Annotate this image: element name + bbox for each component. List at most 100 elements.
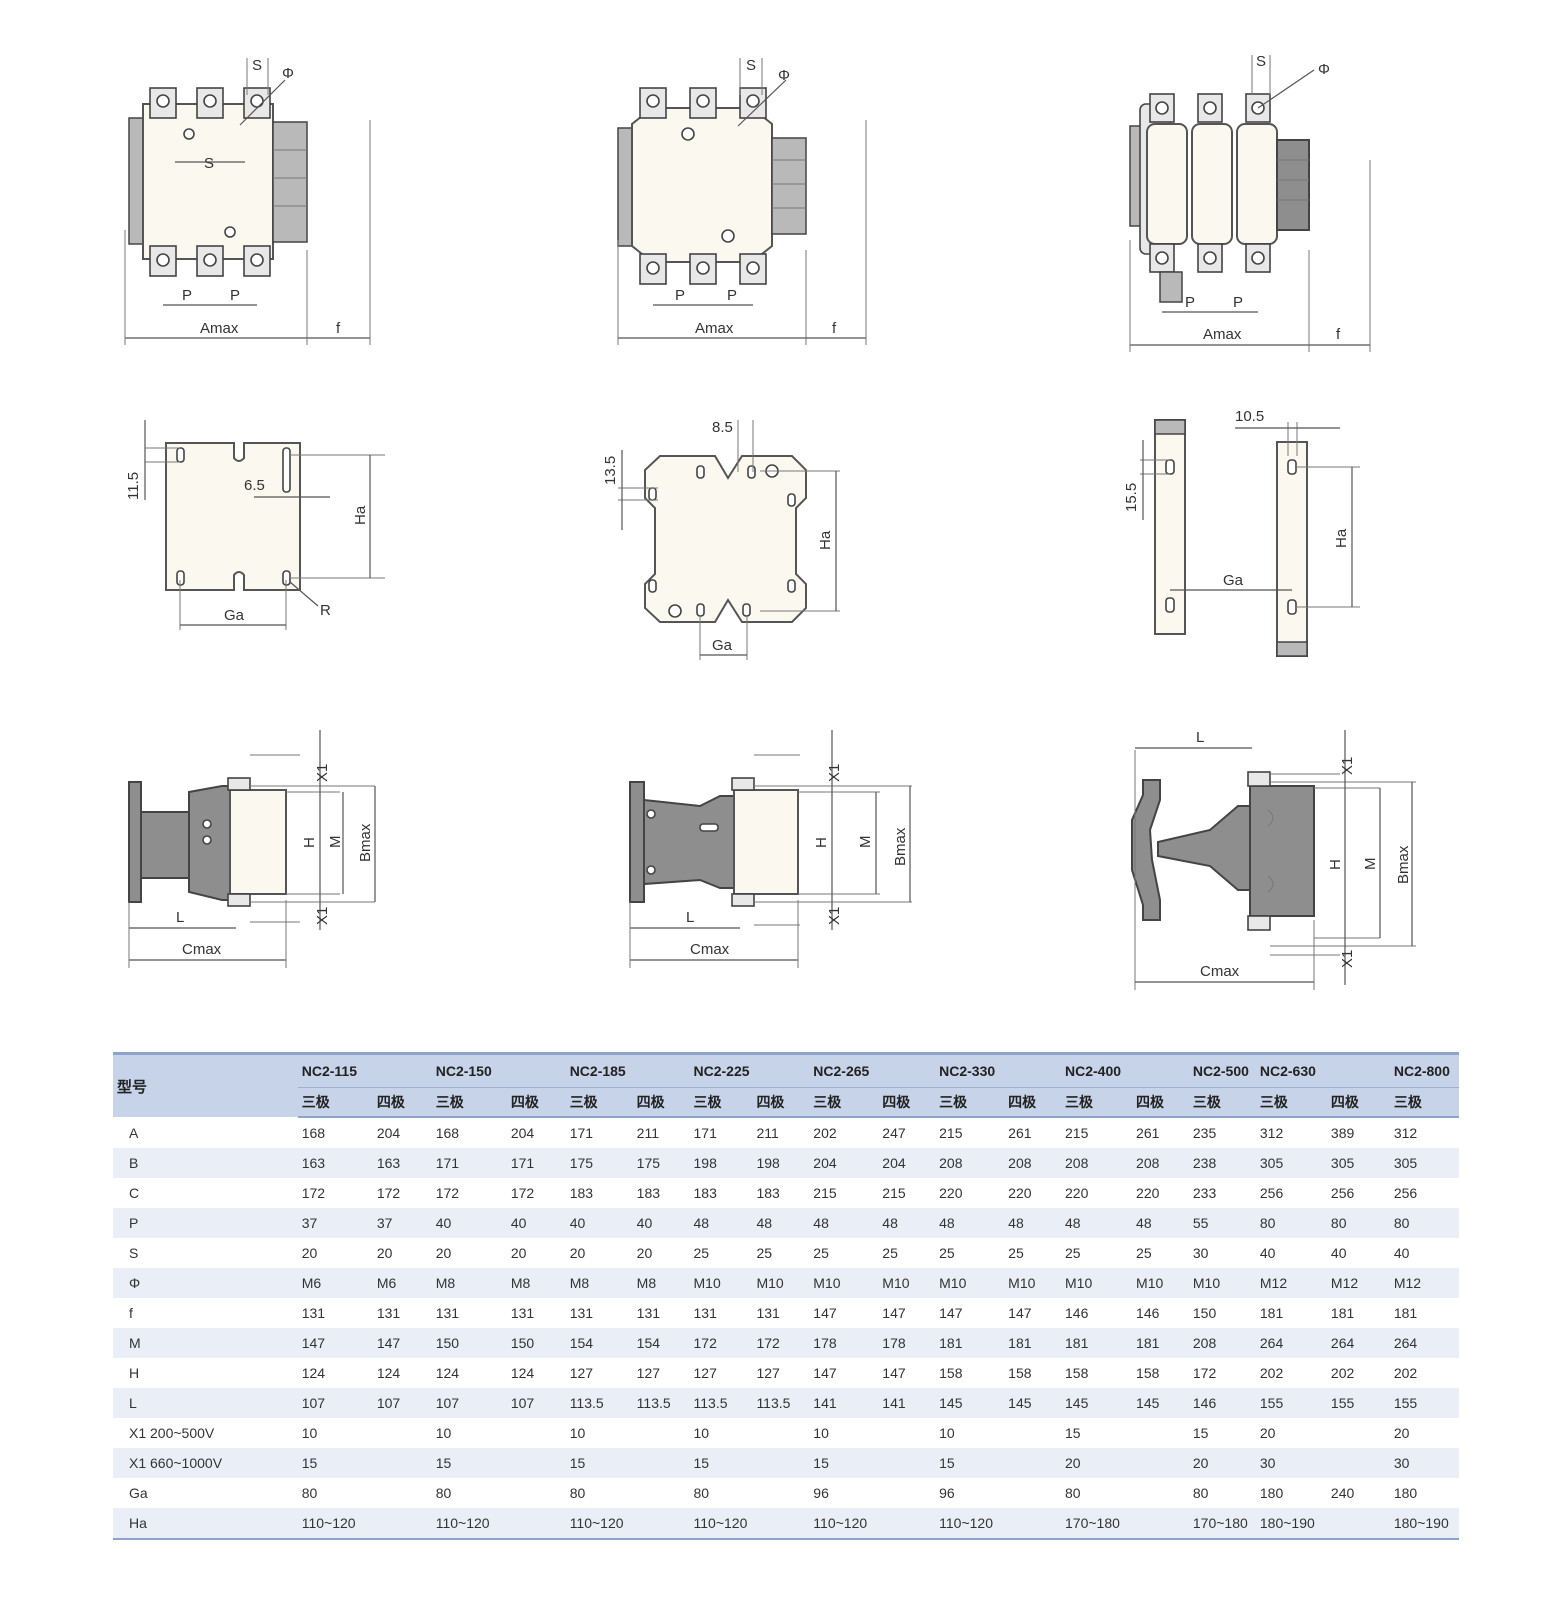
- table-cell: [373, 1418, 432, 1448]
- table-cell: 20: [636, 1245, 653, 1261]
- table-cell: M6: [297, 1268, 373, 1298]
- table-cell: 30: [1255, 1448, 1327, 1478]
- table-cell: 215: [939, 1125, 963, 1141]
- table-cell: 131: [569, 1305, 594, 1321]
- table-header-poles: 三极四极 三极四极 三极四极 三极四极 三极四极 三极四极 三极四极 三极 三极…: [113, 1087, 1459, 1118]
- table-cell: 141: [878, 1388, 936, 1418]
- table-cell: [1132, 1418, 1189, 1448]
- table-cell: [878, 1478, 935, 1508]
- table-cell: M10: [752, 1268, 810, 1298]
- table-cell: 220: [1136, 1185, 1160, 1201]
- dim-label: H: [1327, 859, 1344, 870]
- table-cell: 204: [510, 1125, 535, 1141]
- table-cell: 146: [1136, 1305, 1160, 1321]
- table-cell: 48: [1004, 1208, 1061, 1238]
- table-cell: 40: [1259, 1245, 1276, 1261]
- table-cell: [373, 1478, 432, 1508]
- dim-label: Amax: [1203, 326, 1242, 343]
- table-cell: [632, 1508, 690, 1540]
- table-cell: 80: [435, 1485, 452, 1501]
- row-label: Φ: [113, 1268, 298, 1298]
- table-cell: 48: [752, 1208, 810, 1238]
- table-cell: 20: [1061, 1448, 1133, 1478]
- table-cell: 20: [376, 1245, 393, 1261]
- table-cell: 30: [1389, 1448, 1459, 1478]
- table-cell: M10: [1132, 1268, 1189, 1298]
- table-cell: 172: [376, 1185, 401, 1201]
- table-cell: 147: [297, 1328, 373, 1358]
- table-cell: 80: [693, 1485, 710, 1501]
- table-cell: 158: [1065, 1365, 1089, 1381]
- dim-label: P: [675, 287, 685, 304]
- table-cell: 158: [939, 1365, 963, 1381]
- table-cell: 204: [878, 1148, 936, 1178]
- dim-label: 6.5: [244, 477, 265, 494]
- table-cell: 145: [1132, 1388, 1189, 1418]
- table-cell: 181: [1393, 1305, 1418, 1321]
- table-cell: [1004, 1508, 1061, 1540]
- pole-three: 三极: [297, 1087, 373, 1118]
- table-cell: 181: [1061, 1328, 1133, 1358]
- table-cell: M12: [1326, 1268, 1390, 1298]
- table-cell: 113.5: [752, 1388, 810, 1418]
- table-cell: 208: [1132, 1148, 1189, 1178]
- table-cell: 131: [435, 1305, 460, 1321]
- table-cell: 10: [301, 1425, 318, 1441]
- table-cell: 48: [1061, 1208, 1133, 1238]
- dim-label: S: [1256, 53, 1266, 70]
- table-cell: [1004, 1448, 1061, 1478]
- table-cell: 40: [1393, 1245, 1410, 1261]
- table-cell: 312: [1259, 1125, 1284, 1141]
- table-cell: 220: [1008, 1185, 1032, 1201]
- table-cell: 256: [1330, 1185, 1355, 1201]
- table-cell: 113.5: [632, 1388, 690, 1418]
- table-cell: 48: [689, 1208, 753, 1238]
- table-cell: M12: [1255, 1268, 1327, 1298]
- table-cell: 10: [693, 1425, 710, 1441]
- table-cell: 127: [636, 1365, 661, 1381]
- table-cell: 215: [813, 1185, 837, 1201]
- dim-label: H: [301, 837, 318, 848]
- table-cell: 131: [693, 1305, 717, 1321]
- dim-label: Cmax: [690, 941, 730, 958]
- table-cell: 15: [431, 1448, 507, 1478]
- table-cell: 256: [1393, 1185, 1418, 1201]
- table-cell: [752, 1478, 809, 1508]
- table-cell: 25: [813, 1245, 829, 1261]
- top-view-large: P P Amax f S Φ: [1129, 53, 1371, 352]
- table-cell: [506, 1508, 566, 1540]
- table-cell: 202: [1259, 1365, 1284, 1381]
- dim-label: Ha: [352, 505, 369, 525]
- table-cell: M8: [632, 1268, 690, 1298]
- table-cell: 20: [301, 1245, 318, 1261]
- table-cell: 147: [882, 1365, 906, 1381]
- table-cell: 202: [813, 1125, 837, 1141]
- pole-three: 三极: [1255, 1087, 1327, 1118]
- table-cell: [1326, 1448, 1390, 1478]
- dim-label: Bmax: [892, 827, 909, 866]
- side-view-large: L X1 X1 H M Bmax Cmax: [1131, 729, 1416, 990]
- table-cell: 202: [1330, 1365, 1355, 1381]
- table-cell: 145: [935, 1388, 1005, 1418]
- table-cell: 150: [506, 1328, 566, 1358]
- table-cell: 147: [939, 1305, 963, 1321]
- table-cell: 80: [1192, 1485, 1209, 1501]
- table-cell: 147: [813, 1305, 837, 1321]
- table-cell: 264: [1326, 1328, 1390, 1358]
- table-cell: 124: [435, 1365, 460, 1381]
- table-cell: 235: [1192, 1125, 1217, 1141]
- table-cell: 131: [301, 1305, 326, 1321]
- table-cell: 211: [756, 1125, 779, 1141]
- table-cell: 172: [689, 1328, 753, 1358]
- dim-label: Ga: [712, 637, 733, 654]
- table-cell: 180: [1259, 1485, 1284, 1501]
- table-cell: 15: [1192, 1425, 1209, 1441]
- table-cell: 163: [372, 1148, 432, 1178]
- table-cell: 211: [636, 1125, 659, 1141]
- table-cell: 110~120: [431, 1508, 507, 1540]
